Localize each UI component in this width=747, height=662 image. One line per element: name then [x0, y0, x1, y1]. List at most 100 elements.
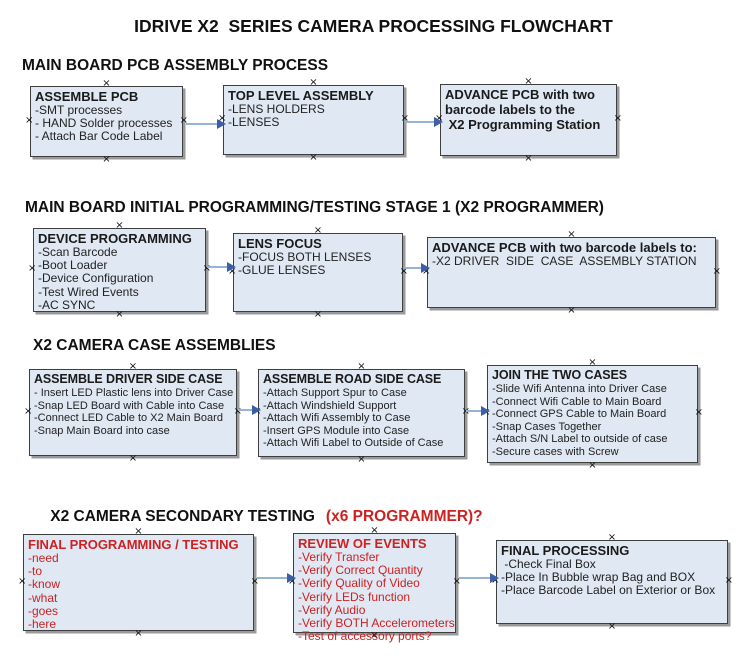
anchor-mark: ×: [357, 361, 366, 372]
flow-arrow: [207, 262, 236, 272]
flow-arrow: [238, 405, 261, 415]
anchor-mark: ×: [607, 621, 617, 632]
box-lens-focus: LENS FOCUS -FOCUS BOTH LENSES -GLUE LENS…: [228, 226, 408, 320]
section-header-pcb-assembly: MAIN BOARD PCB ASSEMBLY PROCESS: [22, 57, 329, 74]
box-line: -Attach Support Spur to Case: [263, 387, 407, 399]
box-line: -what: [28, 590, 58, 605]
box-line: -Snap Cases Together: [492, 420, 602, 433]
anchor-mark: ×: [524, 153, 533, 164]
anchor-mark: ×: [128, 453, 138, 464]
box-line: -here: [28, 617, 57, 632]
arrowhead-icon: [217, 119, 226, 129]
box-final-programming-testing: FINAL PROGRAMMING / TESTING -need -to -k…: [18, 527, 259, 639]
anchor-mark: ×: [567, 229, 576, 240]
box-top-level-assembly: TOP LEVEL ASSEMBLY -LENS HOLDERS -LENSES…: [218, 78, 409, 163]
box-line: -Check Final Box: [501, 557, 596, 571]
anchor-mark: ×: [607, 532, 617, 543]
box-advance-pcb-driver-side: ADVANCE PCB with two barcode labels to: …: [422, 230, 721, 316]
box-title: ASSEMBLE DRIVER SIDE CASE: [34, 372, 223, 386]
box-line: -Device Configuration: [38, 271, 154, 286]
box-line: -Attach Wifi Assembly to Case: [263, 412, 411, 425]
box-title: FINAL PROGRAMMING / TESTING: [28, 537, 239, 552]
box-line: -Verify Audio: [298, 602, 366, 617]
box-line: -Verify Correct Quantity: [298, 563, 423, 578]
anchor-mark: ×: [25, 114, 34, 126]
box-title: REVIEW OF EVENTS: [298, 536, 427, 551]
section-header-case-assemblies: X2 CAMERA CASE ASSEMBLIES: [33, 337, 276, 354]
anchor-mark: ×: [115, 220, 124, 231]
box-title: DEVICE PROGRAMMING: [38, 231, 192, 246]
box-line: -AC SYNC: [38, 297, 96, 312]
anchor-mark: ×: [452, 576, 461, 588]
box-line: -Verify BOTH Accelerometers: [298, 616, 455, 631]
flow-arrow: [459, 573, 499, 583]
section-header-secondary-testing: X2 CAMERA SECONDARY TESTING(x6 PROGRAMME…: [33, 490, 483, 544]
anchor-mark: ×: [694, 407, 703, 419]
anchor-mark: ×: [309, 152, 318, 163]
box-line: -Attach Windshield Support: [263, 399, 397, 412]
box-title: TOP LEVEL ASSEMBLY: [228, 88, 374, 103]
anchor-mark: ×: [567, 305, 576, 316]
anchor-mark: ×: [102, 154, 111, 165]
box-line: -know: [28, 577, 61, 592]
box-line: -Boot Loader: [38, 258, 108, 273]
box-assemble-pcb: ASSEMBLE PCB -SMT processes - HAND Solde…: [25, 79, 188, 165]
anchor-mark: ×: [309, 77, 318, 88]
page-title: IDRIVE X2 SERIES CAMERA PROCESSING FLOWC…: [134, 16, 613, 36]
box-line: -Verify Quality of Video: [298, 576, 420, 591]
box-line: -Slide Wifi Antenna into Driver Case: [492, 383, 667, 395]
box-advance-pcb-programming-station: ADVANCE PCB with two barcode labels to t…: [435, 77, 622, 164]
box-join-the-two-cases: JOIN THE TWO CASES -Slide Wifi Antenna i…: [482, 358, 703, 471]
anchor-mark: ×: [313, 309, 323, 320]
box-line: -Connect GPS Cable to Main Board: [492, 408, 667, 421]
box-line: - Attach Bar Code Label: [35, 129, 163, 144]
box-line: -Insert GPS Module into Case: [263, 424, 410, 437]
box-review-of-events: REVIEW OF EVENTS -Verify Transfer -Verif…: [288, 526, 461, 643]
box-line: -Snap Main Board into case: [34, 424, 170, 437]
anchor-mark: ×: [613, 113, 622, 125]
arrowhead-icon: [252, 405, 261, 415]
anchor-mark: ×: [712, 265, 721, 277]
box-line: -Place In Bubble wrap Bag and BOX: [501, 570, 696, 585]
box-line: -Connect LED Cable to X2 Main Board: [34, 412, 223, 425]
box-line: - Insert LED Plastic lens into Driver Ca…: [34, 387, 234, 399]
flow-arrow: [404, 263, 430, 273]
box-line: -LENSES: [228, 115, 280, 130]
box-title: LENS FOCUS: [238, 236, 322, 251]
section-header-initial-programming: MAIN BOARD INITIAL PROGRAMMING/TESTING S…: [25, 199, 604, 216]
arrowhead-icon: [490, 573, 499, 583]
box-line: -Test of accessory ports?: [298, 629, 432, 644]
box-line: -Secure cases with Screw: [492, 445, 619, 458]
arrowhead-icon: [227, 262, 236, 272]
anchor-mark: ×: [128, 361, 138, 372]
box-line: -to: [28, 564, 43, 579]
box-assemble-driver-side-case: ASSEMBLE DRIVER SIDE CASE - Insert LED P…: [24, 362, 242, 464]
anchor-mark: ×: [102, 78, 111, 89]
arrowhead-icon: [421, 263, 430, 273]
box-line: -goes: [28, 603, 59, 618]
box-title: ASSEMBLE PCB: [35, 89, 139, 104]
anchor-mark: ×: [18, 575, 27, 587]
arrowhead-icon: [287, 573, 296, 583]
anchor-mark: ×: [724, 575, 733, 587]
box-line: -Test Wired Events: [38, 284, 139, 299]
box-line: -Attach S/N Label to outside of case: [492, 433, 668, 446]
box-line: -X2 DRIVER SIDE CASE ASSEMBLY STATION: [432, 254, 697, 268]
anchor-mark: ×: [357, 454, 366, 465]
box-title: ADVANCE PCB with two barcode labels to t…: [445, 87, 601, 132]
anchor-mark: ×: [313, 225, 323, 236]
box-line: -Snap LED Board with Cable into Case: [34, 399, 225, 412]
box-title: JOIN THE TWO CASES: [492, 368, 628, 382]
anchor-mark: ×: [588, 460, 597, 471]
box-line: -need: [28, 551, 59, 565]
box-line: -Place Barcode Label on Exterior or Box: [501, 583, 716, 598]
box-title: ASSEMBLE ROAD SIDE CASE: [263, 372, 442, 386]
section-header-red-part: (x6 PROGRAMMER)?: [325, 508, 483, 525]
anchor-mark: ×: [24, 405, 33, 417]
box-line: -Attach Wifi Label to Outside of Case: [263, 437, 444, 450]
box-line: -Verify Transfer: [298, 550, 380, 564]
flow-arrow: [257, 573, 296, 583]
box-line: -Connect Wifi Cable to Main Board: [492, 395, 662, 408]
box-line: -Verify LEDs function: [298, 589, 411, 604]
box-line: - HAND Solder processes: [35, 116, 173, 131]
